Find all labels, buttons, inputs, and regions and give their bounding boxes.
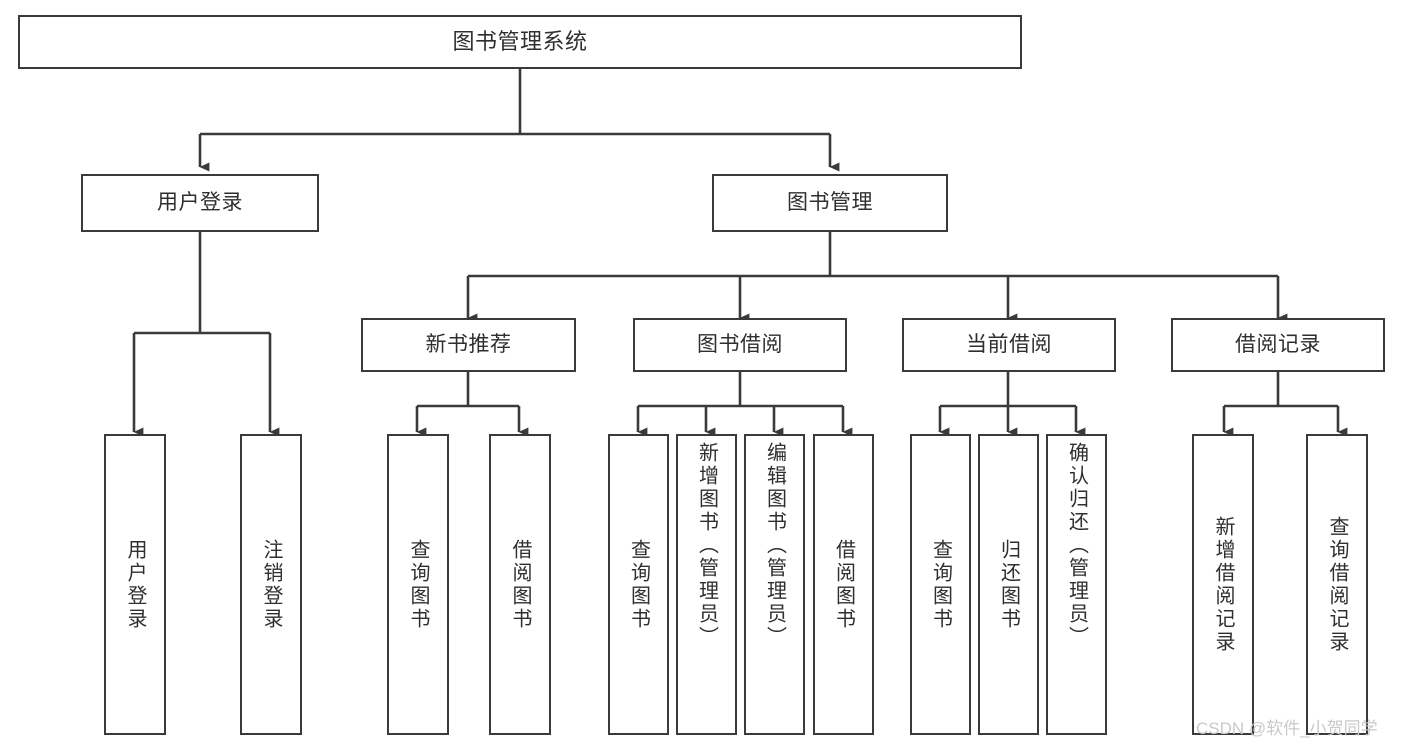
node-leaf-query-book-current[interactable]: 查询图书 [910,434,971,735]
node-label: 用户登录 [124,538,146,631]
node-leaf-borrow-book-borrow[interactable]: 借阅图书 [813,434,874,735]
node-label: 借阅图书 [509,538,531,631]
node-label: 编辑图书（管理员） [763,442,786,649]
node-leaf-borrow-book-recommend[interactable]: 借阅图书 [489,434,551,735]
node-leaf-logout-login[interactable]: 注销登录 [240,434,302,735]
node-label: 查询借阅记录 [1326,515,1348,654]
node-label: 用户登录 [157,190,243,214]
node-leaf-user-login[interactable]: 用户登录 [104,434,166,735]
node-label: 注销登录 [260,538,282,631]
node-label: 新增图书（管理员） [695,442,718,649]
node-leaf-confirm-return[interactable]: 确认归还（管理员） [1046,434,1107,735]
node-label: 借阅图书 [832,538,855,631]
node-label: 查询图书 [627,538,650,631]
csdn-watermark: CSDN @软件_小贺同学 [1196,719,1378,738]
node-leaf-query-borrow-record[interactable]: 查询借阅记录 [1306,434,1368,735]
node-leaf-add-borrow-record[interactable]: 新增借阅记录 [1192,434,1254,735]
node-label: 图书管理 [787,190,873,214]
node-label: 新增借阅记录 [1212,515,1234,654]
node-borrow-record[interactable]: 借阅记录 [1171,318,1385,372]
node-label: 查询图书 [407,538,429,631]
node-label: 查询图书 [929,538,952,631]
node-book-borrow[interactable]: 图书借阅 [633,318,847,372]
node-book-manage[interactable]: 图书管理 [712,174,948,232]
node-label: 图书管理系统 [452,29,588,55]
node-label: 归还图书 [997,538,1020,631]
node-leaf-return-book[interactable]: 归还图书 [978,434,1039,735]
node-label: 当前借阅 [966,332,1052,356]
node-label: 新书推荐 [425,332,512,356]
node-label: 确认归还（管理员） [1065,442,1088,649]
node-label: 图书借阅 [697,332,783,356]
node-user-login[interactable]: 用户登录 [81,174,319,232]
node-leaf-edit-book[interactable]: 编辑图书（管理员） [744,434,805,735]
node-current-borrow[interactable]: 当前借阅 [902,318,1116,372]
node-leaf-query-book-borrow[interactable]: 查询图书 [608,434,669,735]
node-root-book-management-system[interactable]: 图书管理系统 [18,15,1022,69]
node-new-book-recommend[interactable]: 新书推荐 [361,318,576,372]
node-leaf-add-book[interactable]: 新增图书（管理员） [676,434,737,735]
node-label: 借阅记录 [1235,332,1321,356]
node-leaf-query-book-recommend[interactable]: 查询图书 [387,434,449,735]
